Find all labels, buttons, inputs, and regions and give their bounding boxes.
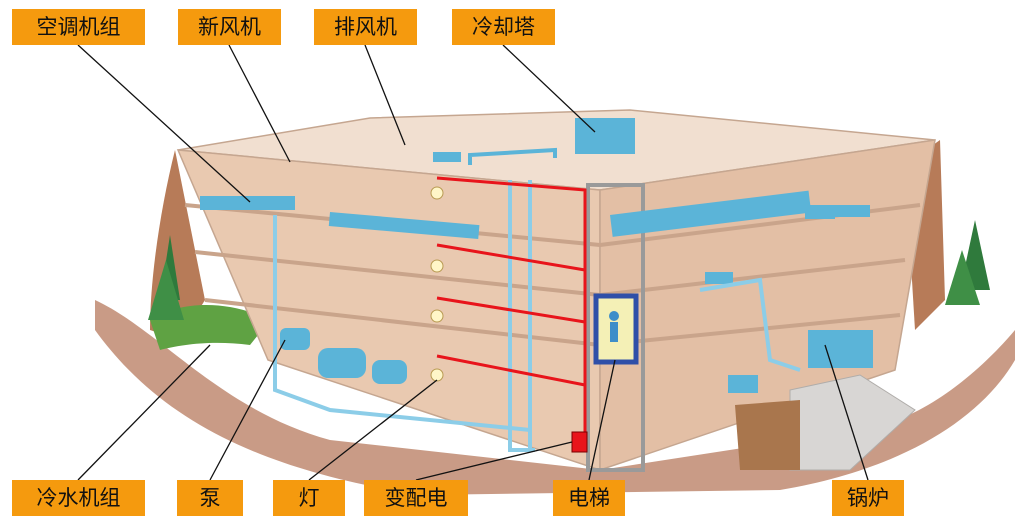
elevator-shaft xyxy=(586,183,645,472)
leader-line-fresh-air xyxy=(228,44,291,163)
boiler-unit xyxy=(808,330,873,368)
lamp-icon xyxy=(430,186,444,200)
leader-line-air-handler xyxy=(77,44,251,203)
leader-line-lamp xyxy=(308,379,438,481)
elevator-person-icon xyxy=(609,311,619,321)
label-fresh-air-unit: 新风机 xyxy=(178,9,281,45)
riser-pipe xyxy=(508,180,535,452)
lamp-icon xyxy=(430,259,444,273)
label-boiler: 锅炉 xyxy=(832,480,904,516)
right-duct-fitting xyxy=(835,205,870,217)
garage-door xyxy=(735,400,800,470)
electric-line xyxy=(436,354,586,387)
label-chiller: 冷水机组 xyxy=(12,480,145,516)
leader-line-pump xyxy=(209,339,286,481)
lamp-icon xyxy=(430,368,444,382)
pump-unit xyxy=(280,328,310,350)
label-pump: 泵 xyxy=(177,480,243,516)
exhaust-fan-unit xyxy=(433,152,461,162)
floor-line xyxy=(599,258,906,297)
leader-line-power xyxy=(415,441,573,481)
right-supply-duct xyxy=(609,190,812,237)
tree-left-2 xyxy=(148,260,184,320)
right-duct-fitting xyxy=(805,205,835,219)
label-lamp: 灯 xyxy=(273,480,345,516)
floor-line xyxy=(204,298,601,347)
label-power-distribution: 变配电 xyxy=(364,480,468,516)
label-exhaust-fan: 排风机 xyxy=(314,9,417,45)
chiller-unit xyxy=(318,348,366,378)
boiler-pump xyxy=(728,375,758,393)
label-air-handler: 空调机组 xyxy=(12,9,145,45)
floor-line xyxy=(599,313,901,347)
leader-line-chiller xyxy=(77,344,211,481)
label-elevator: 电梯 xyxy=(553,480,625,516)
elevator-person-icon xyxy=(610,322,618,342)
roof-pipe xyxy=(468,147,557,165)
label-cooling-tower: 冷却塔 xyxy=(452,9,555,45)
leader-line-boiler xyxy=(824,344,869,481)
air-handler-unit xyxy=(200,196,295,210)
cooling-tower-unit xyxy=(575,118,635,154)
heating-pipe xyxy=(699,277,801,372)
electric-line xyxy=(436,243,586,272)
chiller-unit xyxy=(372,360,407,384)
chilled-water-pipe xyxy=(273,215,531,432)
leader-line-cooling-tower xyxy=(502,44,596,133)
floor-line xyxy=(194,250,601,297)
tree-right-2 xyxy=(945,250,980,305)
fan-coil-unit xyxy=(705,272,733,284)
leader-line-elevator xyxy=(588,359,616,481)
supply-duct xyxy=(328,212,480,240)
leader-line-exhaust-fan xyxy=(364,44,406,146)
power-distribution-box xyxy=(571,431,588,453)
electric-line xyxy=(436,296,586,324)
lamp-icon xyxy=(430,309,444,323)
